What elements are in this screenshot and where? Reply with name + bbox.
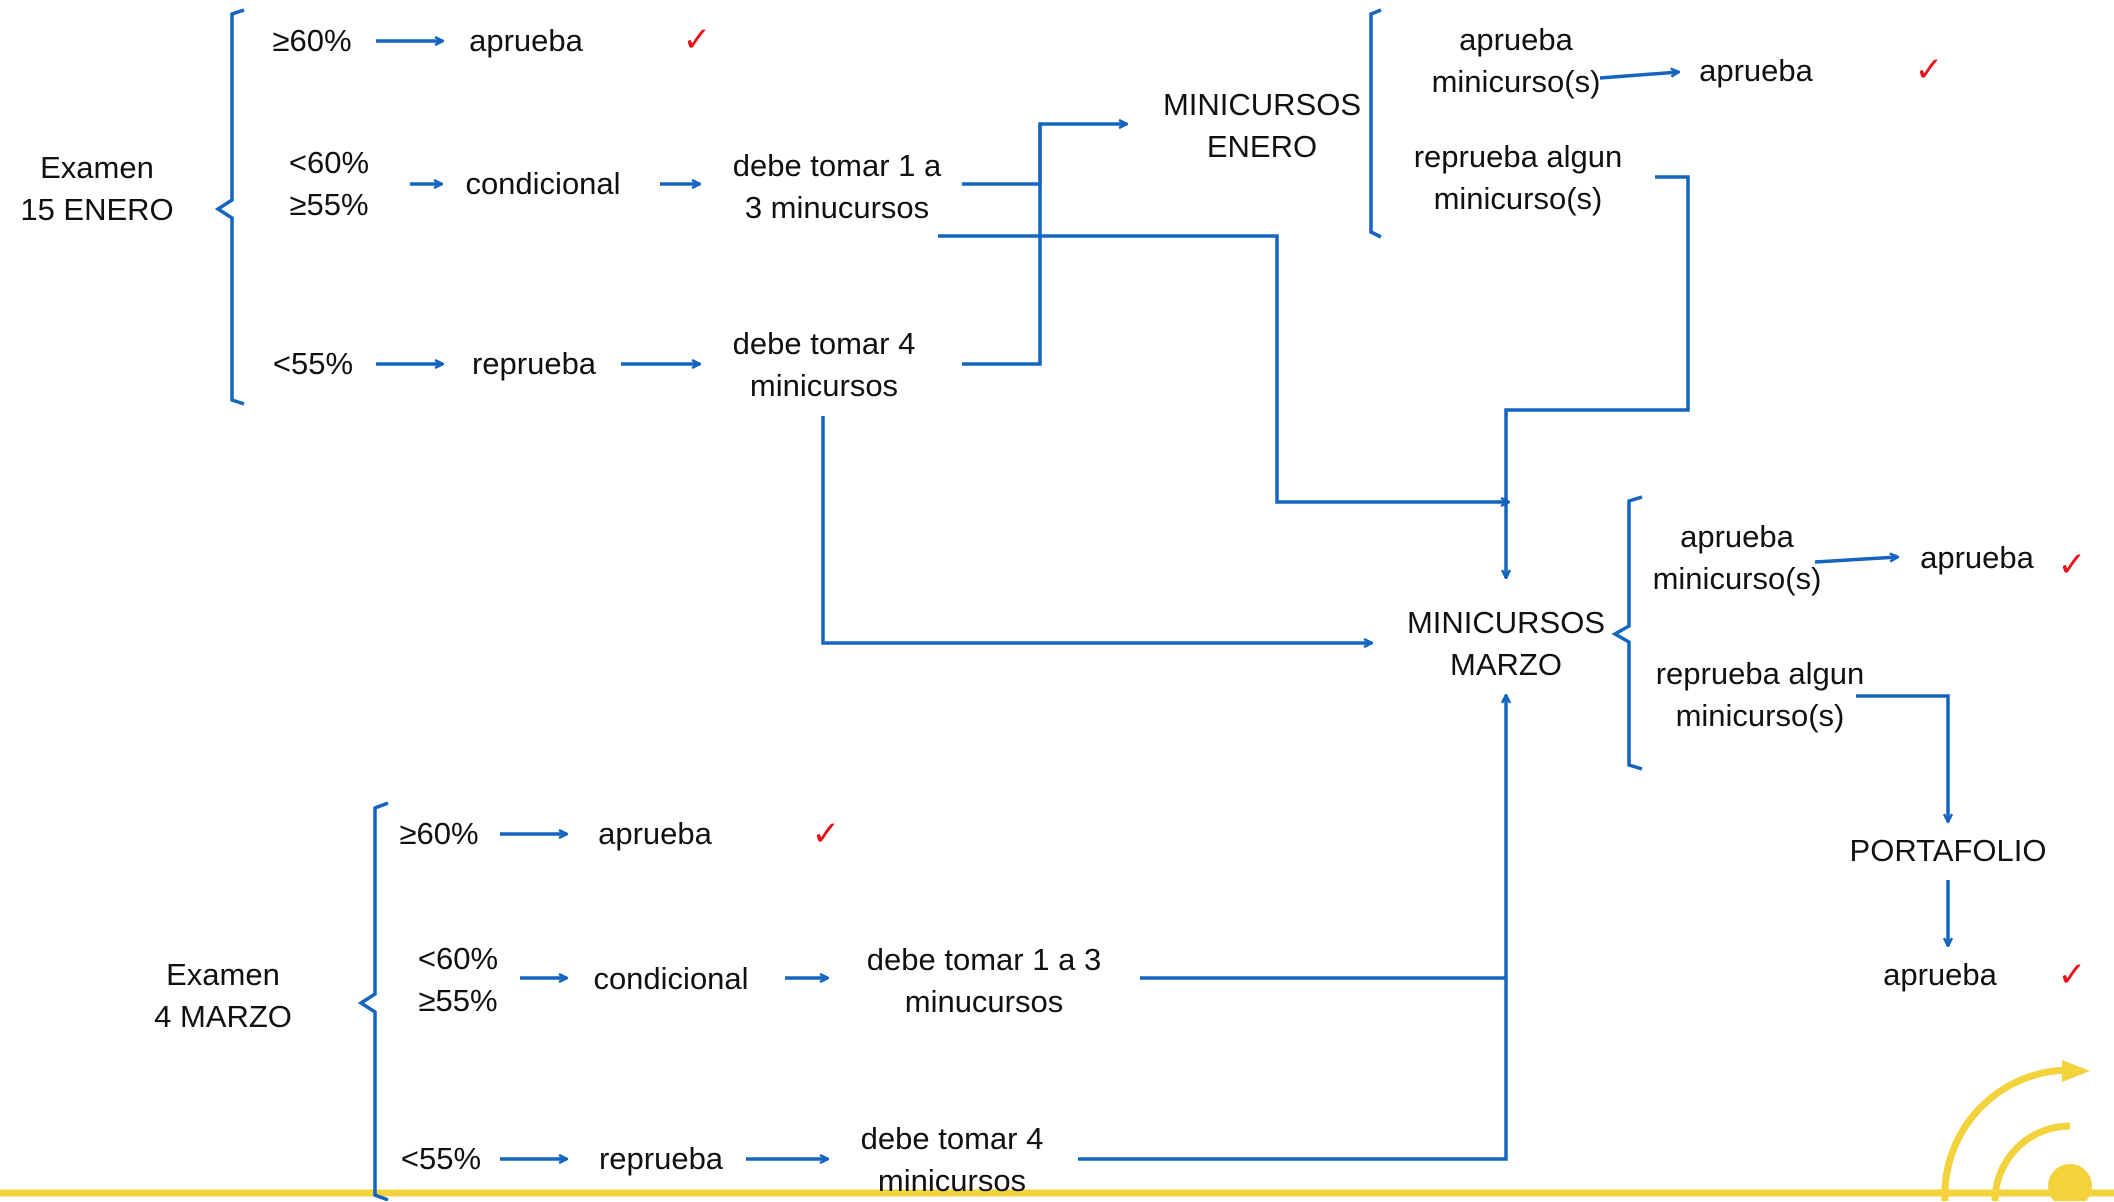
bracket-mini-marzo xyxy=(1611,495,1643,771)
e1-lt60-label: <60% ≥55% xyxy=(288,145,370,222)
e1-debe-1-3-label: debe tomar 1 a 3 minucursos xyxy=(732,148,942,225)
e2-debe-1-3-label: debe tomar 1 a 3 minucursos xyxy=(866,942,1102,1019)
bracket-mini-enero xyxy=(1369,8,1382,239)
connectors xyxy=(214,8,1948,1201)
minicursos-enero-node: MINICURSOS ENERO xyxy=(1162,87,1362,164)
e1-ge60-label: ≥60% xyxy=(272,23,352,58)
yellow-arrowhead xyxy=(2062,1060,2090,1082)
e2-condicional-label: condicional xyxy=(593,961,749,996)
yellow-accent-decoration xyxy=(0,1066,2114,1201)
examen-4-marzo-label: Examen 4 MARZO xyxy=(154,957,292,1034)
e2-lt60-label: <60% ≥55% xyxy=(417,941,499,1018)
portafolio-check-icon: ✓ xyxy=(2057,955,2087,995)
enero-aprueba-label: aprueba xyxy=(1699,53,1813,88)
bracket-examen2 xyxy=(357,801,389,1201)
e2-reprueba-label: reprueba xyxy=(598,1141,724,1176)
e1-lt55-label: <55% xyxy=(272,346,354,381)
e1-condicional-label: condicional xyxy=(465,166,621,201)
examen-15-enero-label: Examen 15 ENERO xyxy=(20,150,174,227)
marzo-aprueba-minicurso-label: aprueba minicurso(s) xyxy=(1652,519,1822,596)
e1-aprueba-label: aprueba xyxy=(469,23,583,58)
bracket-examen1 xyxy=(214,8,245,406)
enero-aprueba-minicurso-label: aprueba minicurso(s) xyxy=(1431,22,1601,99)
e2-check-icon: ✓ xyxy=(811,814,841,854)
e1-debe-4-label: debe tomar 4 minicursos xyxy=(732,326,916,403)
yellow-dot xyxy=(2048,1164,2092,1201)
e2-aprueba-label: aprueba xyxy=(598,816,712,851)
marzo-reprueba-label: reprueba algun minicurso(s) xyxy=(1655,656,1865,733)
e2-debe-4-label: debe tomar 4 minicursos xyxy=(860,1121,1044,1198)
e2-lt55-label: <55% xyxy=(400,1141,482,1176)
marzo-check-icon: ✓ xyxy=(2057,545,2087,585)
e1-check-icon: ✓ xyxy=(682,20,712,60)
portafolio-aprueba-label: aprueba xyxy=(1883,957,1997,992)
marzo-aprueba-label: aprueba xyxy=(1920,540,2034,575)
portafolio-node: PORTAFOLIO xyxy=(1849,833,2047,868)
e2-ge60-label: ≥60% xyxy=(399,816,479,851)
e1-reprueba-label: reprueba xyxy=(471,346,597,381)
enero-reprueba-label: reprueba algun minicurso(s) xyxy=(1413,139,1623,216)
minicursos-marzo-node: MINICURSOS MARZO xyxy=(1406,605,1606,682)
enero-check-icon: ✓ xyxy=(1914,50,1944,90)
